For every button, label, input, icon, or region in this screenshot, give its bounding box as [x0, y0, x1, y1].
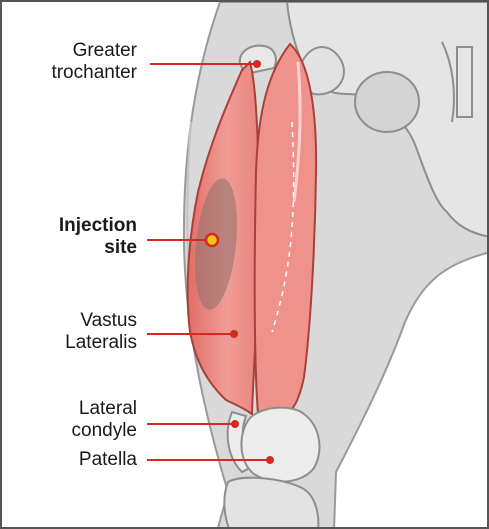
lateral-condyle-label: Lateral condyle [72, 398, 138, 442]
rectus-femoris-muscle [255, 44, 316, 414]
patella-bone [241, 408, 319, 482]
lateral-condyle-dot [231, 420, 239, 428]
lateral-condyle-label-line2: condyle [72, 420, 138, 442]
injection-site-label-line1: Injection [59, 215, 137, 237]
greater-trochanter-dot [253, 60, 261, 68]
patella-label-line1: Patella [79, 449, 137, 471]
injection-site-dot [206, 234, 218, 246]
injection-site-label: Injection site [59, 215, 137, 259]
greater-trochanter-label: Greater trochanter [51, 40, 137, 84]
greater-trochanter-label-line2: trochanter [51, 62, 137, 84]
lateral-condyle-label-line1: Lateral [72, 398, 138, 420]
patella-dot [266, 456, 274, 464]
greater-trochanter-label-line1: Greater [51, 40, 137, 62]
vastus-lateralis-label-line2: Lateralis [65, 332, 137, 354]
injection-site-label-line2: site [59, 237, 137, 259]
vastus-lateralis-label: Vastus Lateralis [65, 310, 137, 354]
vastus-lateralis-dot [230, 330, 238, 338]
vastus-lateralis-label-line1: Vastus [65, 310, 137, 332]
patella-label: Patella [79, 449, 137, 471]
obturator-foramen [355, 72, 419, 132]
